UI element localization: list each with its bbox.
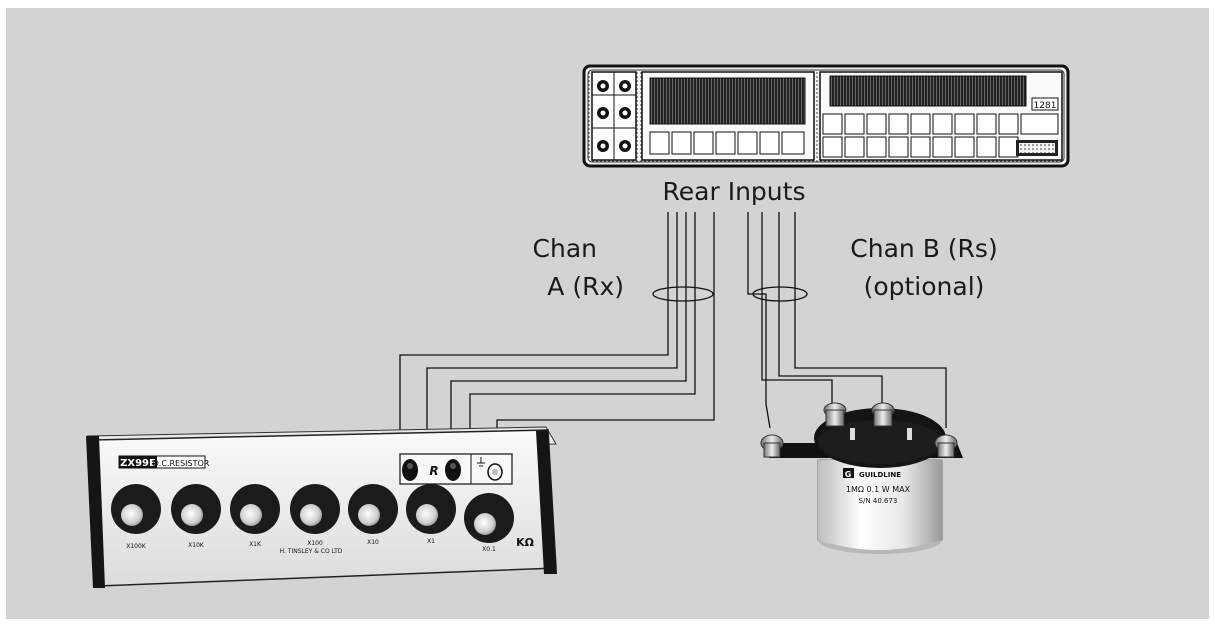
- rating-text: 1MΩ 0.1 W MAX: [846, 485, 911, 494]
- dial-label-x1: X1: [427, 538, 435, 545]
- model-text: ZX99E: [120, 458, 156, 469]
- decade-dial-x1[interactable]: [406, 484, 456, 534]
- svg-text:G: G: [845, 470, 852, 479]
- serial-text: S/N 40.673: [859, 497, 898, 505]
- decade-dial-x100k[interactable]: [111, 484, 161, 534]
- decade-dial-x1k[interactable]: [230, 484, 280, 534]
- chan-a-label-line1: Chan: [533, 234, 597, 263]
- dial-label-x10: X10: [367, 539, 379, 546]
- rear-inputs-label: Rear Inputs: [663, 177, 806, 206]
- decade-dial-x0-1[interactable]: [464, 493, 514, 543]
- maker-text: H. TINSLEY & CO LTD: [280, 548, 343, 555]
- chan-b-label-line1: Chan B (Rs): [850, 234, 997, 263]
- model-badge-text: 1281: [1034, 101, 1057, 111]
- guildline-logo: G: [843, 468, 854, 479]
- dial-label-x0-1: X0.1: [482, 546, 496, 553]
- type-text: D.C.RESISTOR: [153, 459, 210, 468]
- decade-resistor-box: ZX99E D.C.RESISTOR R: [86, 427, 557, 588]
- chan-a-label-line2: A (Rx): [547, 272, 624, 301]
- dial-label-x1k: X1K: [249, 541, 262, 548]
- decade-dial-x10k[interactable]: [171, 484, 221, 534]
- terminal-r-label: R: [429, 464, 438, 478]
- meter-module-left: [642, 72, 814, 160]
- unit-text: KΩ: [516, 536, 535, 549]
- meter-rear-panel: 1281: [584, 66, 1068, 166]
- decade-dial-x100[interactable]: [290, 484, 340, 534]
- dial-label-x100k: X100K: [126, 543, 147, 550]
- dial-label-x100: X100: [307, 540, 323, 547]
- input-terminal-block: [592, 72, 636, 160]
- chan-b-label-line2: (optional): [864, 272, 985, 301]
- dial-label-x10k: X10K: [188, 542, 205, 549]
- brand-text: GUILDLINE: [859, 471, 901, 479]
- decade-dial-x10[interactable]: [348, 484, 398, 534]
- meter-module-right: 1281: [820, 72, 1062, 160]
